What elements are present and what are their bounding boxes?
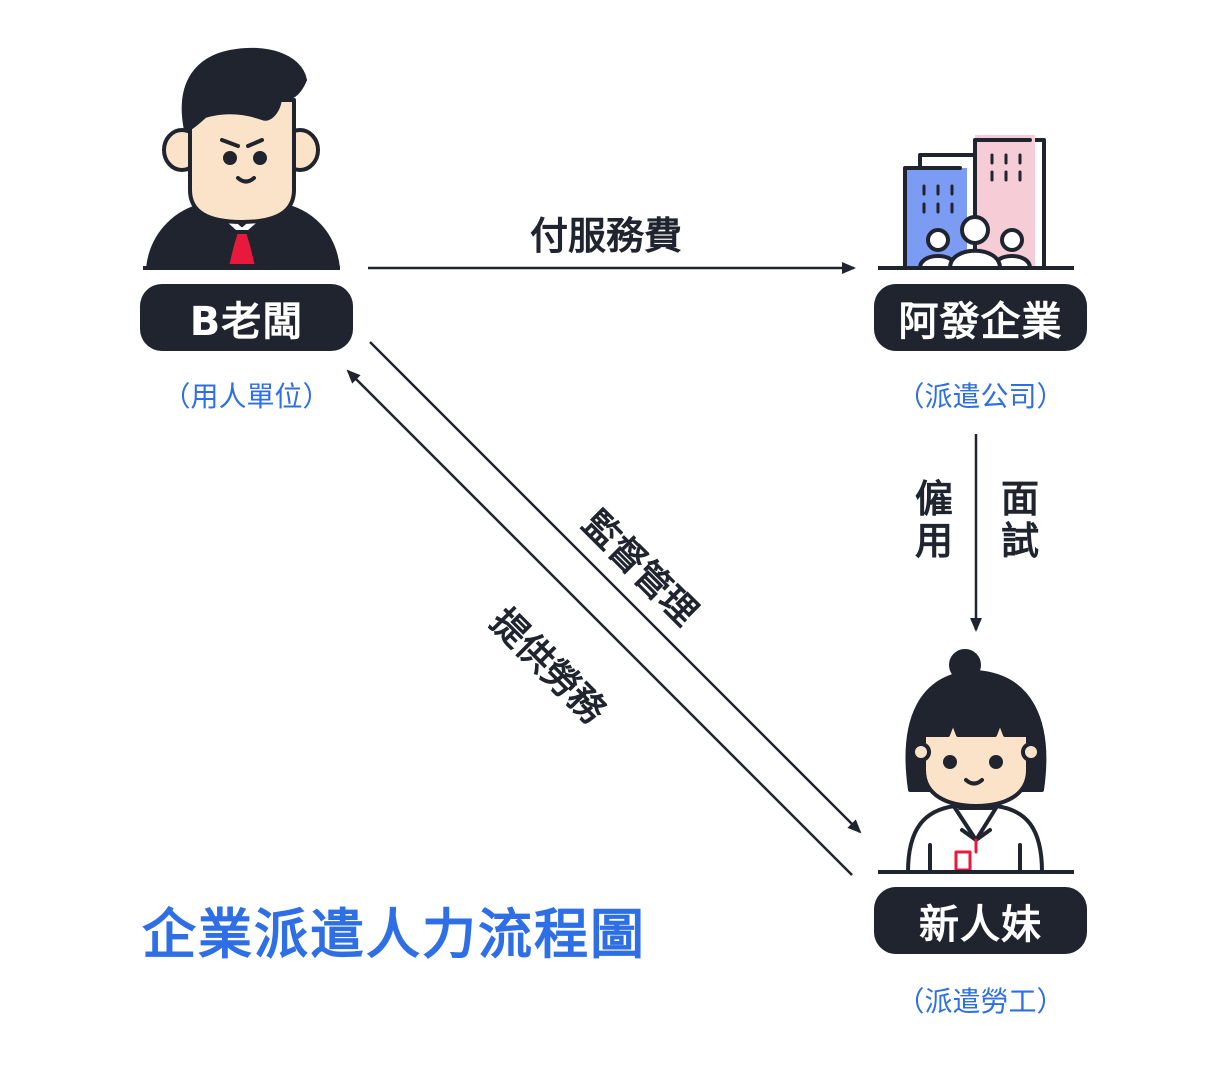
agency-node-label: 阿發企業	[874, 284, 1087, 351]
provide-labor-arrow	[346, 369, 853, 876]
worker-node-label: 新人妹	[874, 887, 1087, 954]
boss-node-sublabel: （用人單位）	[162, 380, 331, 413]
boss-avatar-icon	[146, 47, 340, 270]
agency-node-sublabel: （派遣公司）	[896, 380, 1065, 413]
diagram-title: 企業派遣人力流程圖	[142, 903, 646, 966]
worker-avatar-icon	[905, 649, 1047, 874]
boss-node-label: B老闆	[140, 284, 353, 351]
interview-label: 面試	[1000, 477, 1039, 563]
worker-node-sublabel: （派遣勞工）	[896, 985, 1065, 1018]
agency-building-icon	[903, 135, 1046, 270]
employ-label: 僱用	[914, 477, 953, 563]
supervise-arrow	[369, 341, 862, 834]
service-fee-label: 付服務費	[530, 214, 683, 258]
